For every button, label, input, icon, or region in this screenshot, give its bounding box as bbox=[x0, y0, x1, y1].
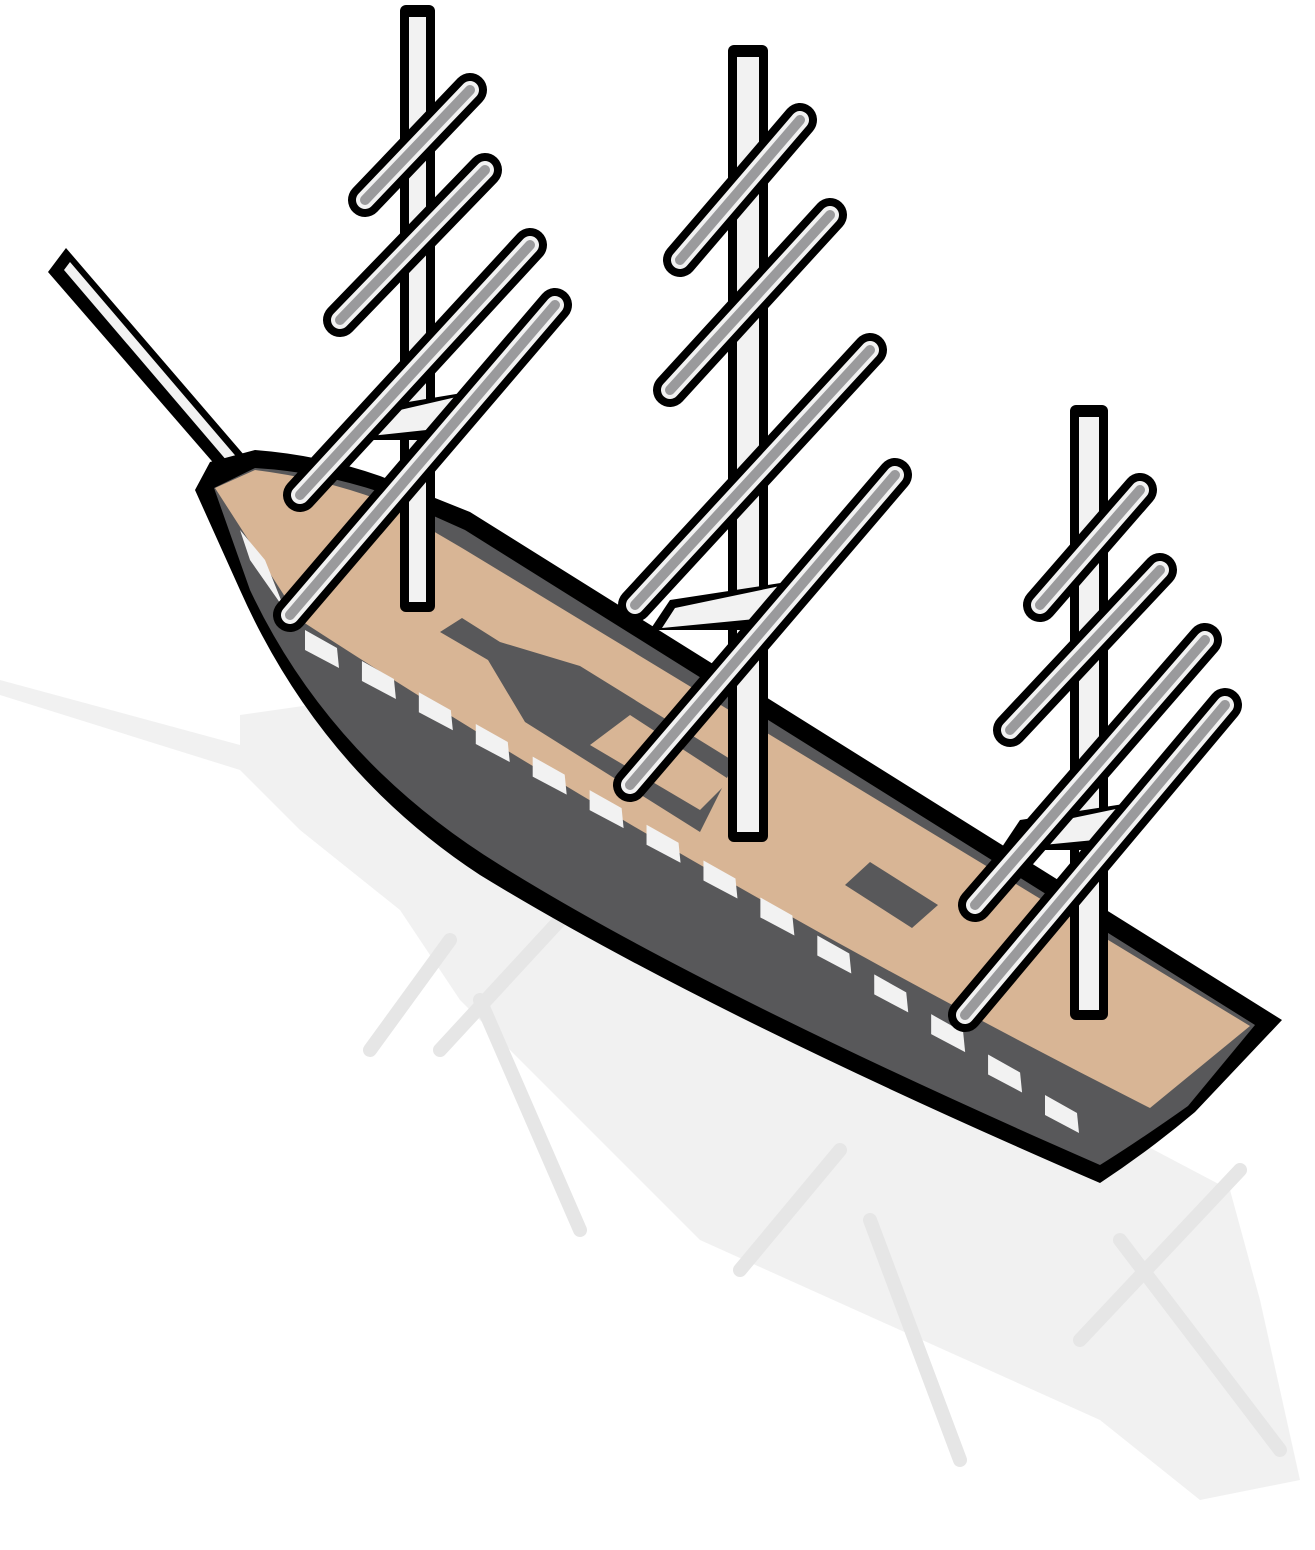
gunports bbox=[305, 630, 1079, 1133]
mast-1 bbox=[273, 5, 572, 632]
yard bbox=[613, 458, 912, 802]
gunport bbox=[931, 1014, 966, 1053]
gunport bbox=[418, 692, 453, 731]
mast-2 bbox=[613, 45, 912, 842]
yard bbox=[618, 333, 887, 622]
yard bbox=[958, 623, 1222, 922]
gunport bbox=[532, 756, 567, 795]
gunport bbox=[817, 935, 852, 974]
gunport bbox=[475, 724, 510, 763]
gunport bbox=[760, 897, 795, 936]
yard bbox=[653, 198, 847, 407]
gunport bbox=[703, 860, 738, 899]
yard bbox=[1023, 473, 1157, 622]
shadow-mast-lines bbox=[363, 913, 1287, 1467]
yard bbox=[663, 103, 817, 277]
yard bbox=[323, 153, 502, 337]
yard bbox=[993, 553, 1177, 747]
gunport bbox=[589, 790, 624, 829]
gunport bbox=[305, 630, 339, 668]
yard bbox=[948, 688, 1242, 1032]
ship-shadow bbox=[0, 680, 1300, 1500]
yard bbox=[348, 73, 487, 217]
mast-3 bbox=[948, 405, 1242, 1032]
gunport bbox=[874, 974, 909, 1013]
masts bbox=[273, 5, 1242, 1032]
gunport bbox=[361, 660, 396, 699]
yard bbox=[273, 288, 572, 632]
yard bbox=[283, 228, 547, 512]
gunport bbox=[988, 1054, 1023, 1093]
gunport bbox=[1045, 1095, 1079, 1133]
gunport bbox=[646, 824, 681, 863]
